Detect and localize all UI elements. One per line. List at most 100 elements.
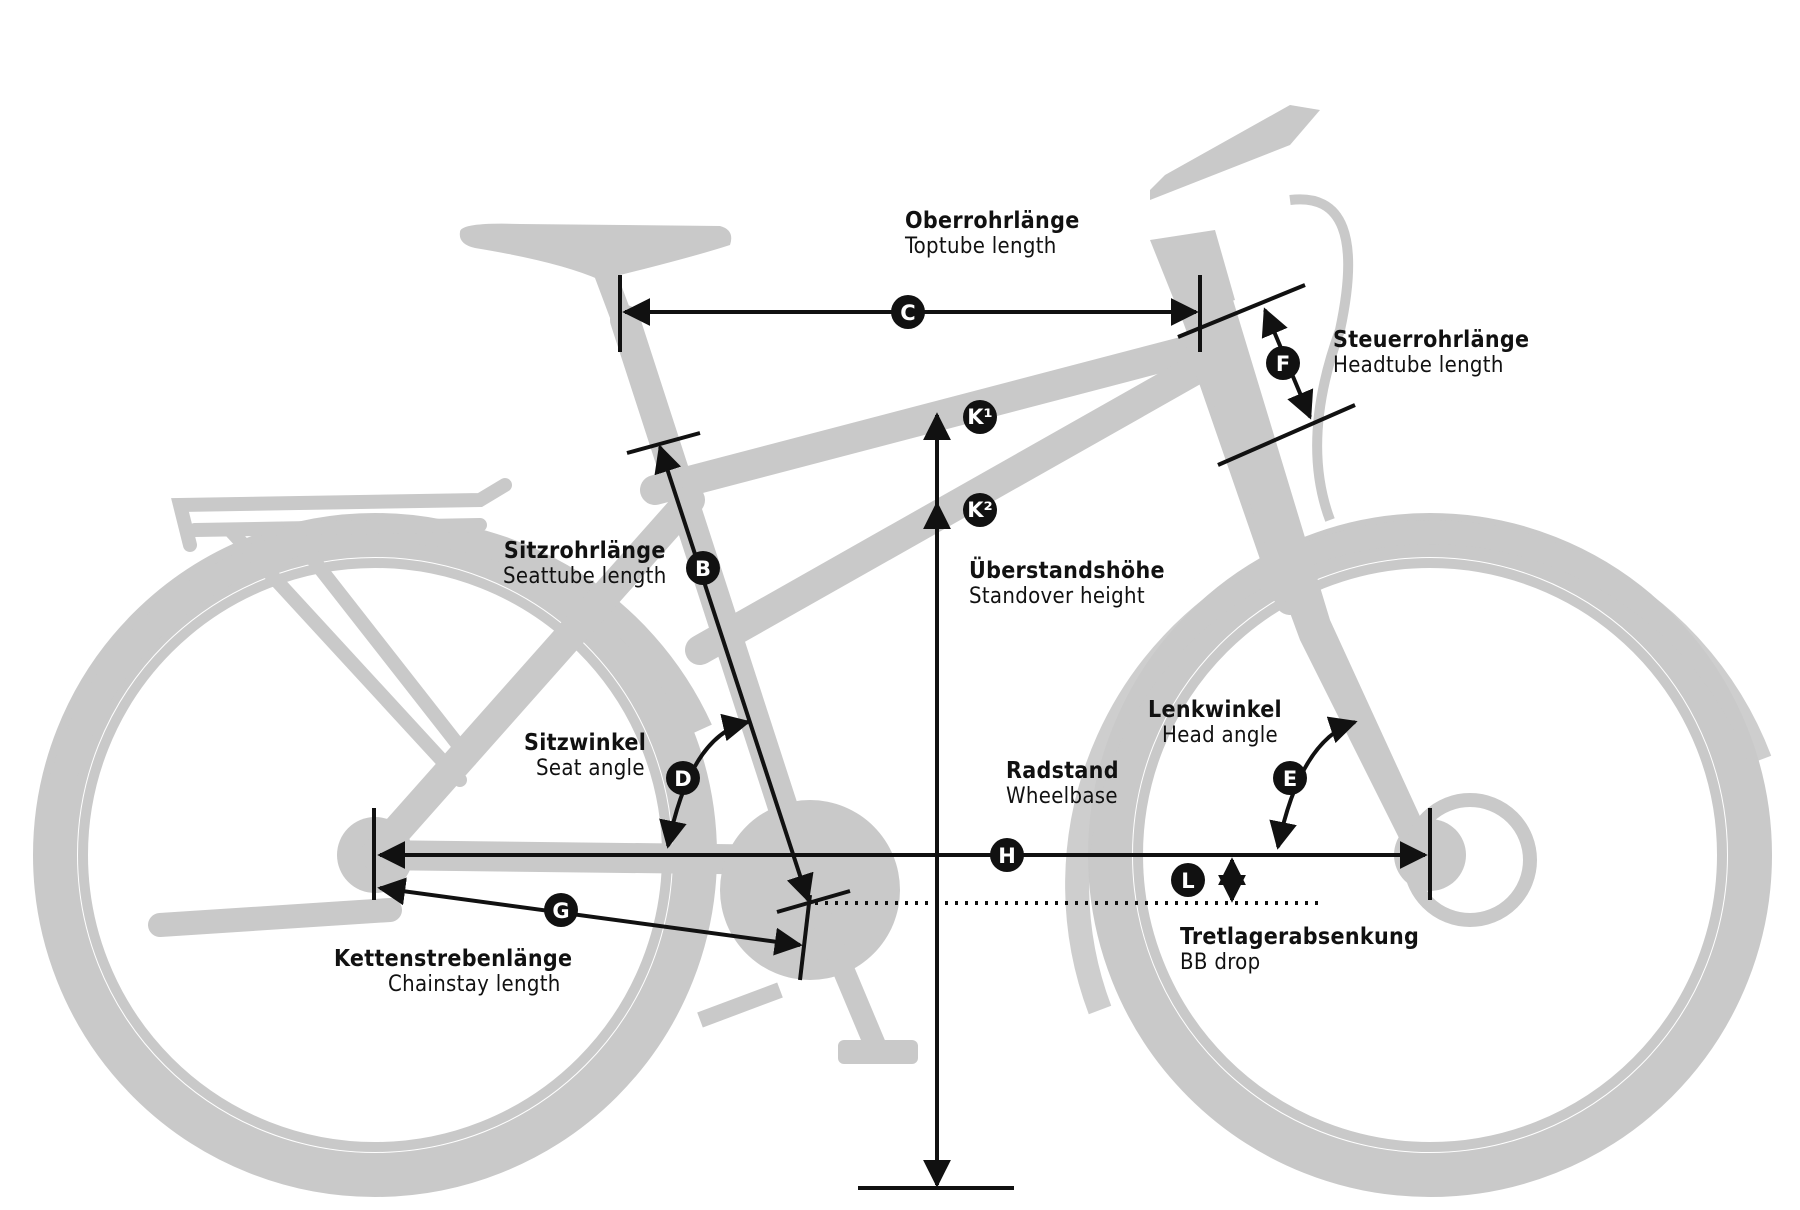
label-headtube-en: Headtube length — [1333, 353, 1504, 379]
spoke — [373, 571, 411, 816]
badge-d: D — [666, 761, 700, 795]
spoke — [414, 860, 649, 939]
spoke — [1300, 890, 1419, 1110]
spoke — [404, 698, 615, 831]
spoke — [1364, 577, 1419, 820]
spoke — [1428, 571, 1466, 818]
spoke — [1167, 872, 1398, 969]
spoke — [380, 894, 392, 1140]
label-toptube: Oberrohrlänge Toptube length — [905, 208, 1080, 260]
label-seat-angle-de: Sitzwinkel — [524, 730, 647, 756]
spoke — [135, 879, 346, 1012]
label-seattube-de: Sitzrohrlänge — [503, 538, 666, 564]
spoke — [339, 894, 377, 1139]
spoke — [1146, 819, 1393, 857]
spoke — [146, 682, 342, 836]
spoke — [120, 725, 338, 843]
chainstay-dimension — [377, 877, 803, 956]
seat-angle-arc — [659, 713, 751, 849]
spoke — [1465, 866, 1685, 985]
spoke — [261, 592, 357, 821]
spoke — [1462, 873, 1659, 1028]
label-bb-drop-en: BB drop — [1180, 950, 1261, 976]
svg-text:B: B — [695, 557, 711, 581]
label-head-angle-en: Head angle — [1162, 723, 1278, 749]
label-seattube-en: Seattube length — [503, 564, 667, 590]
spoke — [1221, 883, 1407, 1051]
spoke — [1467, 853, 1714, 891]
label-headtube-de: Steuerrohrlänge — [1333, 327, 1530, 353]
svg-text:D: D — [674, 767, 691, 791]
label-bb-drop-de: Tretlagerabsenkung — [1180, 924, 1420, 950]
label-standover: Überstandshöhe Standover height — [969, 558, 1165, 610]
bike-silhouette — [33, 105, 1772, 1197]
spoke — [1441, 890, 1496, 1133]
badge-b: B — [686, 551, 720, 585]
label-standover-de: Überstandshöhe — [969, 558, 1165, 584]
spoke — [218, 615, 351, 826]
headtube-fork — [1175, 290, 1440, 870]
handlebar — [1150, 105, 1320, 200]
label-headtube: Steuerrohrlänge Headtube length — [1333, 327, 1529, 379]
spoke — [179, 646, 346, 831]
spoke — [1190, 878, 1402, 1012]
spoke — [1441, 600, 1560, 820]
svg-text:C: C — [900, 301, 915, 325]
svg-text:K¹: K¹ — [967, 405, 992, 429]
label-head-angle-de: Lenkwinkel — [1148, 697, 1282, 723]
spoke — [1152, 866, 1395, 921]
stem — [1150, 230, 1235, 315]
spoke — [101, 771, 336, 850]
spoke — [245, 892, 363, 1110]
spoke — [387, 600, 505, 818]
label-wheelbase-de: Radstand — [1006, 758, 1119, 784]
label-chainstay-en: Chainstay length — [388, 972, 561, 998]
label-chainstay-de: Kettenstrebenlänge — [334, 946, 573, 972]
label-toptube-de: Oberrohrlänge — [905, 208, 1080, 234]
svg-text:F: F — [1276, 352, 1290, 376]
spoke — [90, 860, 336, 872]
badge-k2: K² — [963, 493, 997, 527]
spoke — [1467, 860, 1704, 939]
spoke — [1465, 789, 1708, 844]
label-seattube: Sitzrohrlänge Seattube length — [503, 538, 667, 590]
spoke — [412, 789, 653, 843]
label-bb-drop: Tretlagerabsenkung BB drop — [1180, 924, 1419, 976]
seattube-dimension — [654, 444, 814, 903]
spoke — [387, 892, 441, 1133]
badge-l: L — [1171, 863, 1205, 897]
saddle — [459, 223, 732, 280]
spoke — [1413, 570, 1425, 818]
spoke — [1462, 741, 1693, 838]
badge-c: C — [891, 295, 925, 329]
spoke — [97, 867, 338, 921]
spoke — [291, 894, 370, 1129]
dimension-lines — [372, 275, 1432, 1190]
spoke — [409, 741, 638, 837]
label-wheelbase: Radstand Wheelbase — [1006, 758, 1119, 810]
spoke — [1346, 892, 1425, 1129]
badge-k1: K¹ — [963, 400, 997, 434]
label-head-angle: Lenkwinkel Head angle — [1148, 697, 1282, 749]
spoke — [91, 819, 336, 857]
svg-text:L: L — [1181, 869, 1194, 893]
label-wheelbase-en: Wheelbase — [1006, 784, 1118, 810]
spoke — [1394, 892, 1432, 1139]
label-seat-angle-en: Seat angle — [536, 756, 645, 782]
badge-e: E — [1273, 761, 1307, 795]
spoke — [1435, 581, 1514, 818]
svg-text:E: E — [1283, 767, 1297, 791]
head-angle-arc — [1269, 716, 1358, 850]
svg-text:H: H — [998, 844, 1016, 868]
spoke — [358, 570, 370, 816]
spoke — [1257, 887, 1412, 1084]
spoke — [1467, 838, 1715, 850]
svg-text:K²: K² — [967, 498, 992, 522]
spoke — [1448, 626, 1603, 823]
rear-rack — [171, 478, 512, 787]
badge-g: G — [544, 893, 578, 927]
label-toptube-en: Toptube length — [905, 234, 1057, 260]
handlebar-cables — [1289, 194, 1354, 522]
